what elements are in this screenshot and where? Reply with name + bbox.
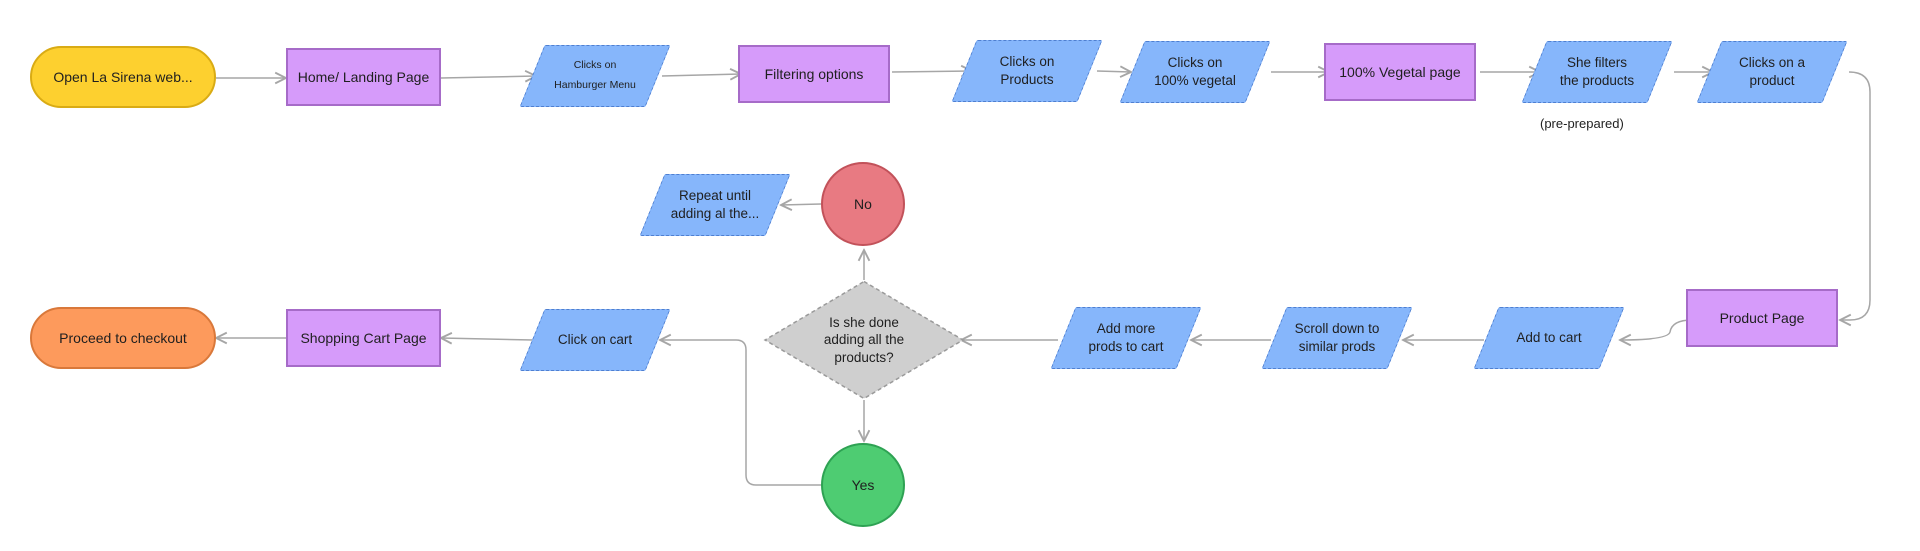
pre-prepared-note: (pre-prepared) (1540, 116, 1624, 131)
decision-label: Is she done adding all the products? (823, 314, 905, 365)
clicks-products-action: Clicks on Products (950, 40, 1104, 102)
filtering-options-label: Filtering options (764, 65, 864, 82)
hamburger-action: Clicks on Hamburger Menu (518, 45, 672, 107)
checkout-label: Proceed to checkout (59, 329, 187, 346)
checkout-terminal: Proceed to checkout (30, 307, 216, 369)
repeat-action: Repeat until adding al the... (638, 174, 792, 236)
scroll-similar-label: Scroll down to similar prods (1294, 321, 1380, 354)
home-page-label: Home/ Landing Page (297, 68, 430, 85)
clicks-products-label: Clicks on Products (999, 54, 1055, 87)
filtering-options-box: Filtering options (738, 45, 890, 103)
clicks-vegetal-label: Clicks on 100% vegetal (1154, 55, 1236, 88)
cart-page-box: Shopping Cart Page (286, 309, 441, 367)
edge-product-page-to-add-cart (1620, 319, 1693, 340)
clicks-product-label: Clicks on a product (1738, 55, 1806, 88)
filters-products-action: She filters the products (1520, 41, 1674, 103)
hamburger-label: Clicks on Hamburger Menu (554, 59, 636, 91)
clicks-vegetal-action: Clicks on 100% vegetal (1118, 41, 1272, 103)
product-page-label: Product Page (1719, 309, 1805, 326)
home-page-box: Home/ Landing Page (286, 48, 441, 106)
clicks-product-action: Clicks on a product (1695, 41, 1849, 103)
open-site-terminal: Open La Sirena web... (30, 46, 216, 108)
add-more-label: Add more prods to cart (1088, 321, 1164, 354)
edge-hamburger-to-filtering (661, 74, 741, 76)
filters-products-label: She filters the products (1559, 55, 1635, 88)
cart-page-label: Shopping Cart Page (300, 329, 427, 346)
yes-label: Yes (851, 476, 875, 493)
repeat-label: Repeat until adding al the... (670, 188, 760, 221)
no-circle: No (821, 162, 905, 246)
edge-product-to-product-page (1840, 71, 1871, 320)
decision-diamond: Is she done adding all the products? (763, 280, 965, 400)
add-to-cart-label: Add to cart (1516, 330, 1582, 346)
click-cart-label: Click on cart (557, 332, 633, 348)
no-label: No (854, 195, 872, 212)
product-page-box: Product Page (1686, 289, 1838, 347)
open-site-label: Open La Sirena web... (53, 68, 193, 85)
add-to-cart-action: Add to cart (1472, 307, 1626, 369)
yes-circle: Yes (821, 443, 905, 527)
click-cart-action: Click on cart (518, 309, 672, 371)
add-more-action: Add more prods to cart (1049, 307, 1203, 369)
vegetal-page-box: 100% Vegetal page (1324, 43, 1476, 101)
scroll-similar-action: Scroll down to similar prods (1260, 307, 1414, 369)
vegetal-page-label: 100% Vegetal page (1339, 63, 1461, 80)
